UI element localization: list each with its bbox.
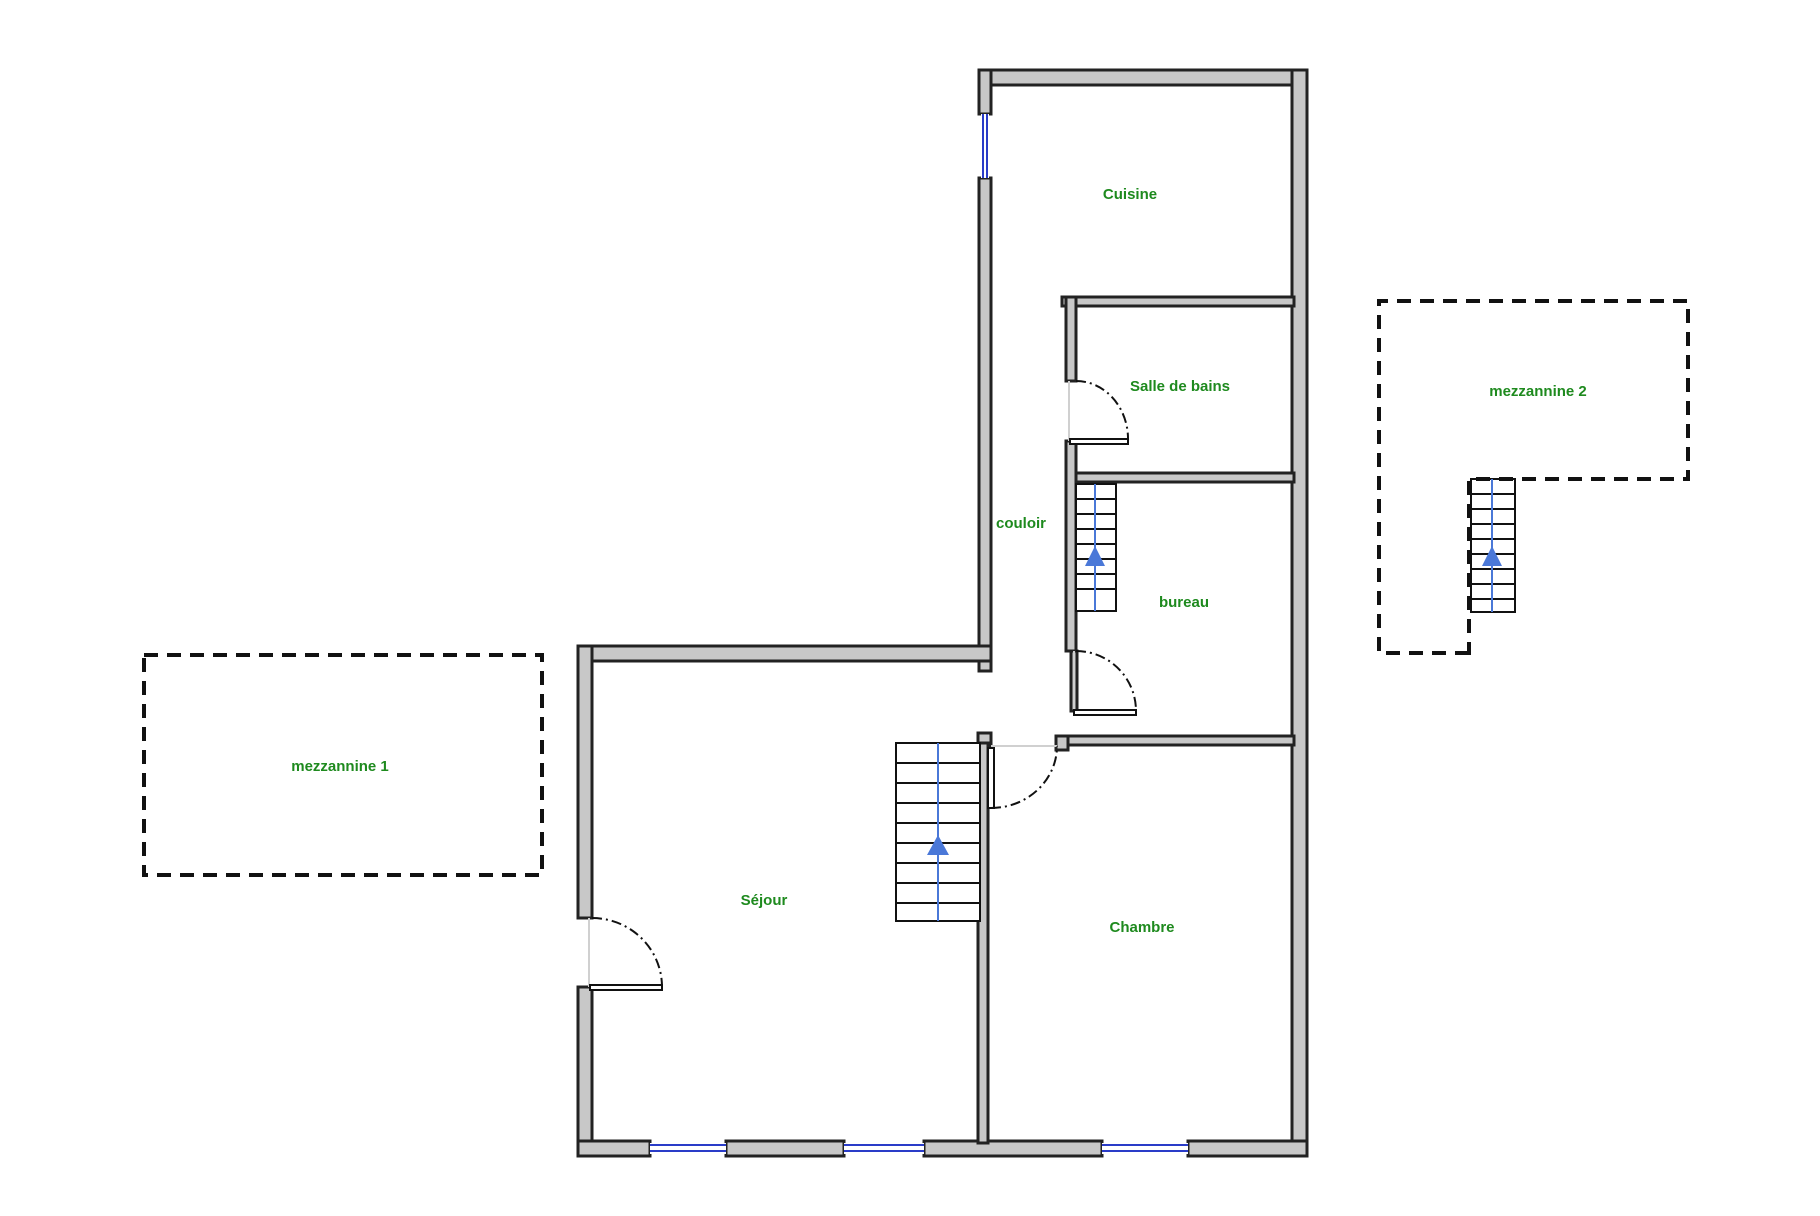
wall-bureau-bottom bbox=[1058, 734, 1296, 747]
interior-walls bbox=[976, 295, 1296, 1145]
wall-bottom-2 bbox=[724, 1139, 846, 1158]
door-swing-icon[interactable] bbox=[987, 745, 1058, 809]
room-label-mezzanine-2: mezzannine 2 bbox=[1489, 383, 1587, 400]
stair-up-arrow-icon bbox=[1085, 546, 1105, 566]
wall-left-wing bbox=[977, 176, 993, 673]
wall-left-wing-stub bbox=[977, 68, 993, 116]
wall-bureau-bottom-stub bbox=[1054, 734, 1070, 752]
wall-sejour-top bbox=[576, 644, 993, 663]
stair-up-arrow-icon bbox=[927, 835, 949, 855]
room-label-sejour: Séjour bbox=[741, 892, 788, 909]
wall-left-upper bbox=[576, 644, 594, 920]
mezzanine-1-outline bbox=[142, 653, 544, 877]
wall-cuisine-bottom bbox=[1060, 295, 1296, 308]
doors bbox=[588, 380, 1137, 991]
room-label-cuisine: Cuisine bbox=[1103, 186, 1157, 203]
wall-bottom-4 bbox=[1186, 1139, 1309, 1158]
room-labels: Cuisine Salle de bains couloir bureau Sé… bbox=[291, 186, 1587, 936]
wall-sdb-bottom bbox=[1074, 471, 1296, 484]
window-icon bbox=[844, 1143, 924, 1154]
door-swing-icon[interactable] bbox=[1068, 380, 1130, 445]
wall-top bbox=[977, 68, 1309, 87]
room-label-couloir: couloir bbox=[996, 515, 1046, 532]
wall-left-lower bbox=[576, 985, 594, 1158]
wall-right bbox=[1290, 68, 1309, 1158]
door-swing-icon[interactable] bbox=[1073, 650, 1137, 716]
window-icon bbox=[981, 114, 989, 178]
stair-up-arrow-icon bbox=[1482, 546, 1502, 566]
room-label-chambre: Chambre bbox=[1109, 919, 1174, 936]
room-label-bureau: bureau bbox=[1159, 594, 1209, 611]
window-icon bbox=[650, 1143, 726, 1154]
mezzanine-2-outline bbox=[1377, 299, 1690, 655]
wall-bottom-1 bbox=[576, 1139, 652, 1158]
stairs-mezzanine-2 bbox=[1470, 478, 1516, 613]
stairs-bureau bbox=[1075, 483, 1117, 612]
wall-sdb-left-upper bbox=[1064, 295, 1078, 383]
room-label-salle-de-bains: Salle de bains bbox=[1130, 378, 1230, 395]
wall-bottom-3 bbox=[922, 1139, 1104, 1158]
outer-walls bbox=[576, 68, 1309, 1158]
room-label-mezzanine-1: mezzannine 1 bbox=[291, 758, 389, 775]
door-swing-icon[interactable] bbox=[588, 917, 663, 991]
stairs-sejour bbox=[895, 742, 981, 922]
window-icon bbox=[1102, 1143, 1188, 1154]
wall-partition bbox=[976, 741, 990, 1145]
windows bbox=[650, 114, 1188, 1154]
